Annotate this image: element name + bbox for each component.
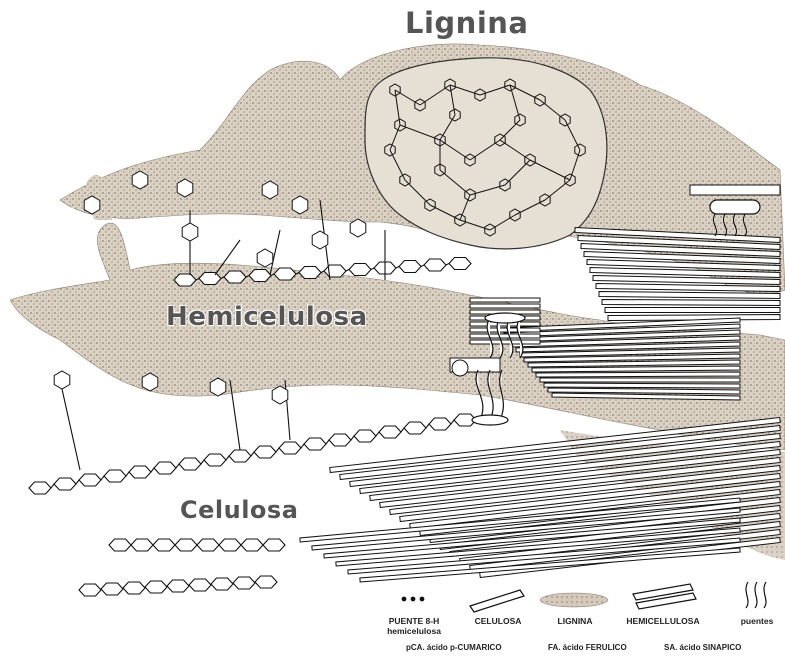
footnote-pca: pCA. ácido p-CUMARICO	[406, 643, 502, 652]
legend-lignin-icon	[540, 593, 608, 607]
legend-dots-icon	[402, 597, 424, 601]
hemicelulosa-label: Hemicelulosa	[166, 302, 368, 332]
legend-cellulose-icon	[470, 590, 524, 612]
legend-bridges-icon	[746, 582, 766, 608]
legend-puente-label: PUENTE 8-H hemicelulosa	[378, 616, 450, 636]
legend-celulosa-label: CELULOSA	[466, 616, 530, 626]
legend-puentes-label: puentes	[735, 616, 779, 626]
polysaccharide-chains	[29, 200, 476, 596]
footnote-fa: FA. ácido FERULICO	[548, 643, 627, 652]
lignina-label: Lignina	[405, 6, 528, 40]
celulosa-label: Celulosa	[180, 496, 298, 524]
legend-hemicelulosa-label: HEMICELLULOSA	[617, 616, 709, 626]
legend-hemicellulose-icon	[633, 584, 696, 609]
footnote-sa: SA. ácido SINAPICO	[664, 643, 741, 652]
legend-lignina-label: LIGNINA	[550, 616, 600, 626]
legend-icons	[402, 582, 766, 612]
